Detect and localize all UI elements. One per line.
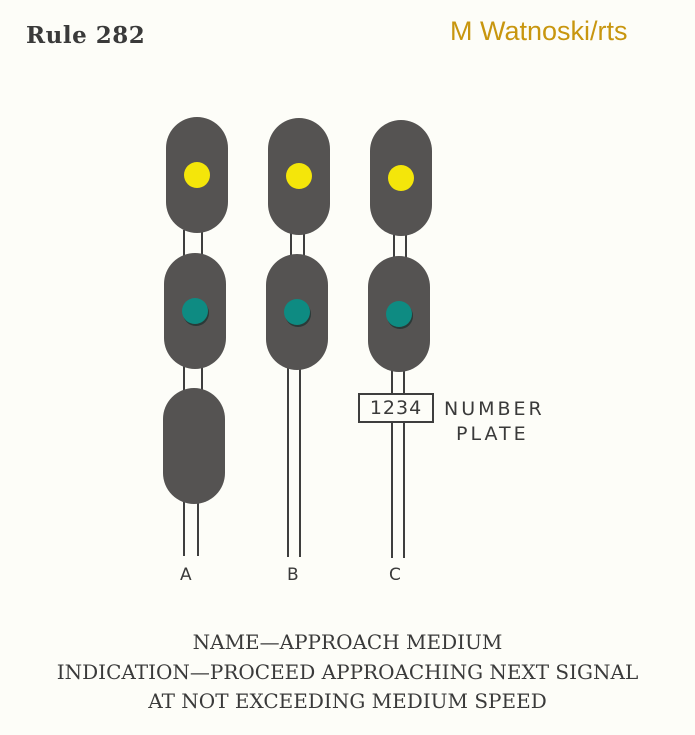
credit-text: M Watnoski/rts bbox=[450, 16, 628, 46]
mast-rail bbox=[391, 368, 393, 558]
signal-head-middle bbox=[368, 256, 430, 372]
green-lamp-icon bbox=[284, 299, 310, 325]
mast-rail bbox=[183, 500, 185, 556]
mast-rail bbox=[201, 230, 203, 257]
signal-label-c: C bbox=[389, 565, 401, 585]
signal-label-b: B bbox=[287, 565, 299, 585]
signal-head-dark bbox=[163, 388, 225, 504]
signal-head-top bbox=[166, 117, 228, 233]
signal-label-a: A bbox=[180, 565, 192, 585]
mast-rail bbox=[393, 233, 395, 261]
caption-indication: INDICATION—PROCEED APPROACHING NEXT SIGN… bbox=[56, 660, 639, 684]
mast-rail bbox=[405, 233, 407, 261]
mast-rail bbox=[201, 366, 203, 393]
number-plate: 1234 bbox=[358, 393, 434, 423]
mast-rail bbox=[403, 368, 405, 558]
signal-head-middle bbox=[266, 254, 328, 370]
mast-rail bbox=[290, 230, 292, 260]
caption-indication-cont: AT NOT EXCEEDING MEDIUM SPEED bbox=[148, 689, 547, 713]
mast-rail bbox=[299, 365, 301, 557]
yellow-lamp-icon bbox=[286, 163, 312, 189]
green-lamp-icon bbox=[386, 301, 412, 327]
mast-rail bbox=[197, 500, 199, 556]
mast-rail bbox=[303, 230, 305, 260]
signal-head-middle bbox=[164, 253, 226, 369]
yellow-lamp-icon bbox=[388, 165, 414, 191]
signal-head-top bbox=[268, 118, 330, 235]
number-plate-label: NUMBER bbox=[444, 398, 545, 420]
caption-name: NAME—APPROACH MEDIUM bbox=[192, 630, 503, 654]
mast-rail bbox=[287, 365, 289, 557]
signal-head-top bbox=[370, 120, 432, 236]
mast-rail bbox=[183, 366, 185, 393]
rule-number: Rule 282 bbox=[26, 22, 146, 49]
mast-rail bbox=[183, 230, 185, 257]
number-plate-label: PLATE bbox=[456, 423, 529, 445]
green-lamp-icon bbox=[182, 298, 208, 324]
yellow-lamp-icon bbox=[184, 162, 210, 188]
